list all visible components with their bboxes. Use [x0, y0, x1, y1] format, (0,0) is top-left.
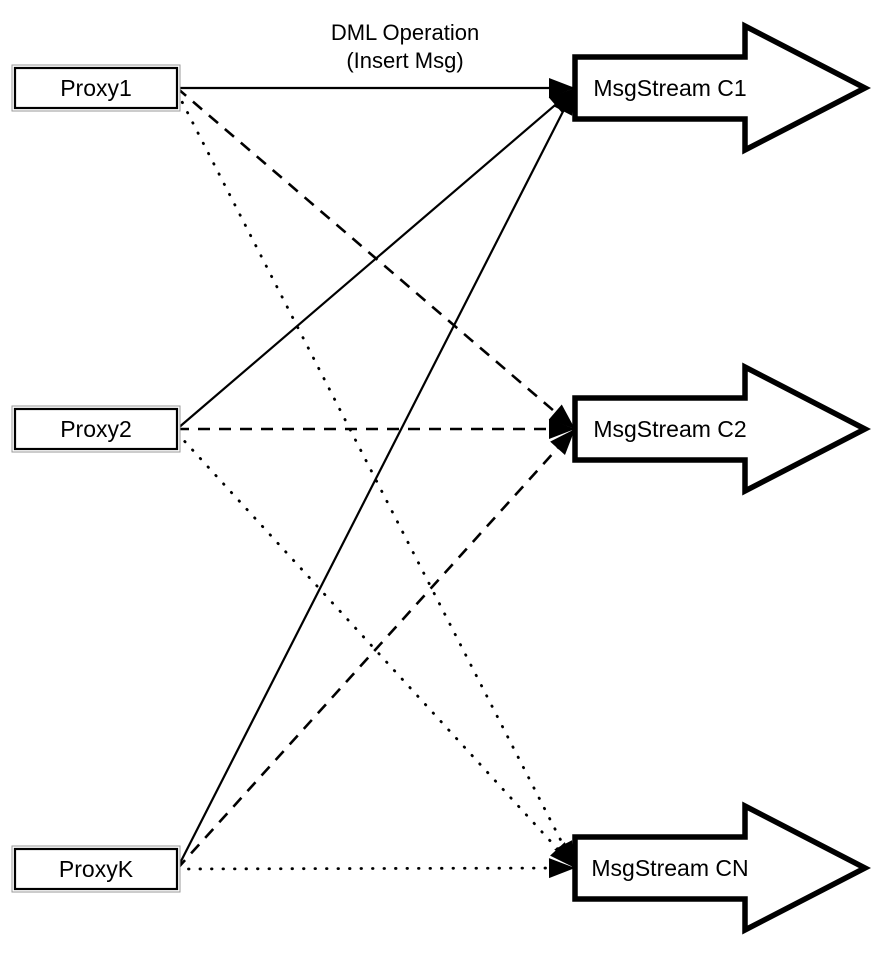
arrowheads-layer — [548, 78, 575, 879]
proxy-node-proxy2[interactable]: Proxy2 — [11, 405, 181, 453]
connection-pk-c2-dashed — [176, 429, 575, 870]
dml-operation-label-line1: DML Operation — [331, 20, 479, 45]
arrowhead-p2-c2 — [549, 419, 575, 439]
proxy-box — [13, 407, 179, 451]
connection-p1-cn-dotted — [175, 90, 576, 868]
connection-pk-c1-solid — [176, 89, 576, 870]
proxy-label: Proxy1 — [60, 75, 132, 101]
proxy-box — [13, 66, 179, 110]
proxy-node-proxy1[interactable]: Proxy1 — [11, 64, 181, 112]
msgstream-label: MsgStream C2 — [593, 416, 746, 442]
msgstream-stream_cn[interactable]: MsgStream CN — [572, 801, 871, 935]
arrowhead-p1-c2 — [548, 404, 575, 429]
msgstream-stream_c2[interactable]: MsgStream C2 — [572, 362, 871, 496]
arrowhead-pk-c2 — [550, 429, 575, 455]
proxy-label: Proxy2 — [60, 416, 132, 442]
dml-operation-label-line2: (Insert Msg) — [346, 48, 463, 73]
proxy-label: ProxyK — [59, 856, 134, 882]
arrowhead-p2-cn — [550, 842, 575, 868]
msgstream-stream_c1[interactable]: MsgStream C1 — [572, 21, 871, 155]
connection-p2-c1-solid — [176, 88, 575, 430]
msgstream-layer: MsgStream C1 MsgStream C2 MsgStream CN — [572, 21, 871, 935]
msgstream-arrow-shape — [572, 801, 871, 935]
msgstream-arrow-shape — [572, 21, 871, 155]
connections-layer — [175, 86, 576, 871]
proxy-node-proxyk[interactable]: ProxyK — [11, 845, 181, 893]
msgstream-label: MsgStream C1 — [593, 75, 746, 101]
arrowhead-pk-c1 — [554, 88, 575, 116]
arrowhead-p1-c1 — [549, 78, 575, 98]
arrowhead-pk-cn — [548, 858, 575, 879]
connection-pk-cn-dotted — [175, 866, 575, 871]
proxy-box — [13, 847, 179, 891]
msgstream-label: MsgStream CN — [591, 855, 748, 881]
dml-operation-label: DML Operation (Insert Msg) — [331, 20, 479, 73]
msgstream-arrow-shape — [572, 362, 871, 496]
